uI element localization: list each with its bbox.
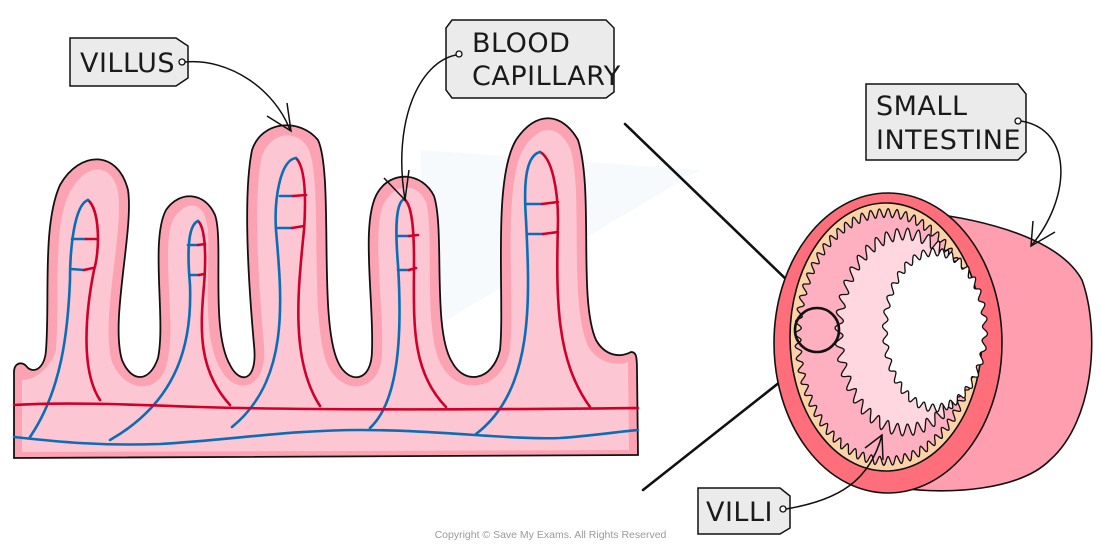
capillary-arteriole — [294, 156, 322, 408]
arrowhead-icon — [864, 433, 884, 461]
label-villus-text: VILLUS — [80, 48, 175, 79]
capillary-link — [290, 224, 306, 230]
tag-hole — [178, 58, 186, 66]
tag-hole — [1014, 117, 1022, 125]
tag-hole — [455, 50, 463, 58]
capillary-arteriole — [402, 197, 448, 409]
capillary-venule — [368, 197, 406, 430]
small-intestine-tube — [773, 192, 1093, 494]
label-villi-text: VILLI — [706, 497, 773, 528]
tag-shape — [445, 19, 615, 99]
capillary-link — [407, 266, 418, 272]
label-intestine-text: INTESTINE — [876, 125, 1021, 156]
arrowhead-icon — [1030, 220, 1056, 248]
label-small-intestine: SMALL INTESTINE — [865, 83, 1062, 248]
capillary-venule — [28, 198, 90, 439]
label-villi: VILLI — [697, 433, 884, 535]
capillary-venule — [474, 150, 542, 436]
main-venule — [12, 428, 640, 446]
label-blood-capillary: BLOOD CAPILLARY — [383, 19, 621, 202]
label-capillary-text: CAPILLARY — [472, 61, 621, 92]
capillary-link — [540, 200, 560, 206]
pointer-arrow — [184, 60, 291, 131]
capillary-link — [291, 193, 308, 198]
capillary-venule — [108, 219, 200, 442]
pointer-arrow — [1020, 120, 1062, 247]
magnified-region-circle — [793, 306, 841, 354]
capillary-link — [69, 267, 86, 272]
label-villus: VILLUS — [69, 37, 292, 133]
capillary-venule — [230, 156, 298, 429]
capillary-link — [541, 230, 560, 236]
tag-hole — [779, 505, 787, 513]
capillary-arteriole — [538, 150, 592, 409]
arrowhead-icon — [383, 169, 410, 202]
capillary-link — [197, 272, 206, 277]
tag-shape — [865, 83, 1027, 161]
copyright-notice: Copyright © Save My Exams. All Rights Re… — [434, 529, 667, 541]
main-arteriole — [12, 402, 640, 411]
capillary-arteriole — [85, 198, 102, 402]
label-small-text: SMALL — [876, 91, 968, 122]
capillary-link — [407, 233, 420, 238]
intestine-lumen — [881, 247, 989, 413]
tag-shape — [697, 487, 791, 535]
tag-shape — [69, 37, 189, 87]
capillary-link — [82, 266, 95, 272]
villi-tissue-inner — [22, 130, 629, 452]
capillary-arteriole — [196, 219, 232, 407]
villi-section — [12, 117, 640, 459]
capillary-link — [196, 242, 207, 247]
pointer-arrow — [785, 434, 883, 510]
arrowhead-icon — [266, 102, 292, 133]
pointer-arrow — [401, 54, 457, 201]
label-blood-text: BLOOD — [472, 28, 570, 59]
